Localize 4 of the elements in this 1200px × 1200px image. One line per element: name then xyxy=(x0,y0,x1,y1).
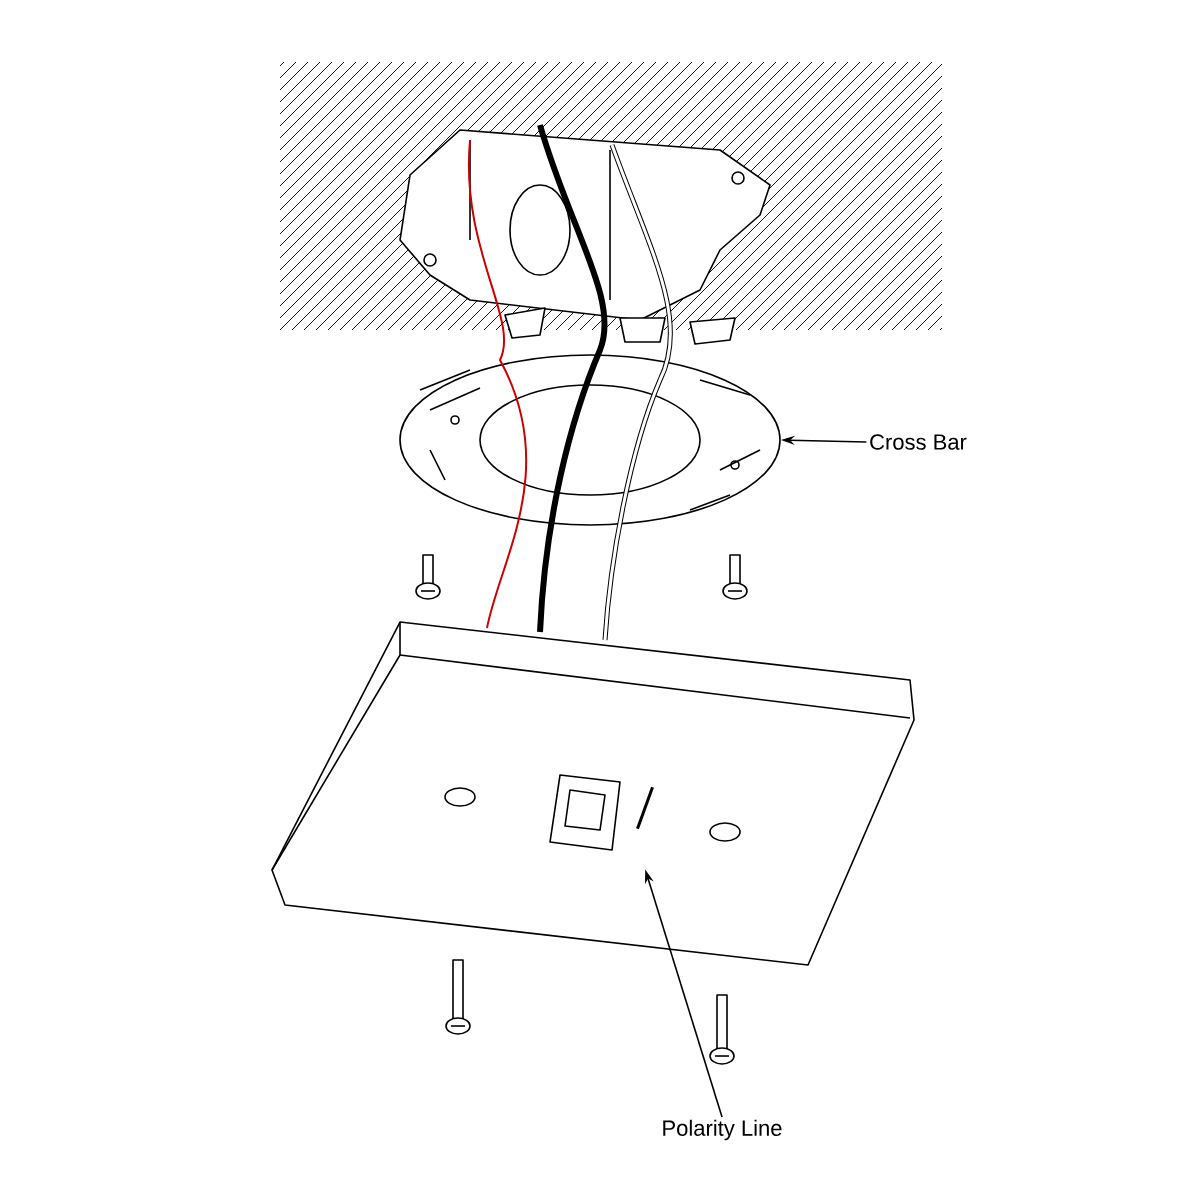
polarity-line-mark xyxy=(636,786,654,830)
callout-text: Polarity Line xyxy=(663,1119,782,1141)
cross-bar-drawing xyxy=(399,354,781,526)
callout-text: Cross Bar xyxy=(870,434,967,450)
